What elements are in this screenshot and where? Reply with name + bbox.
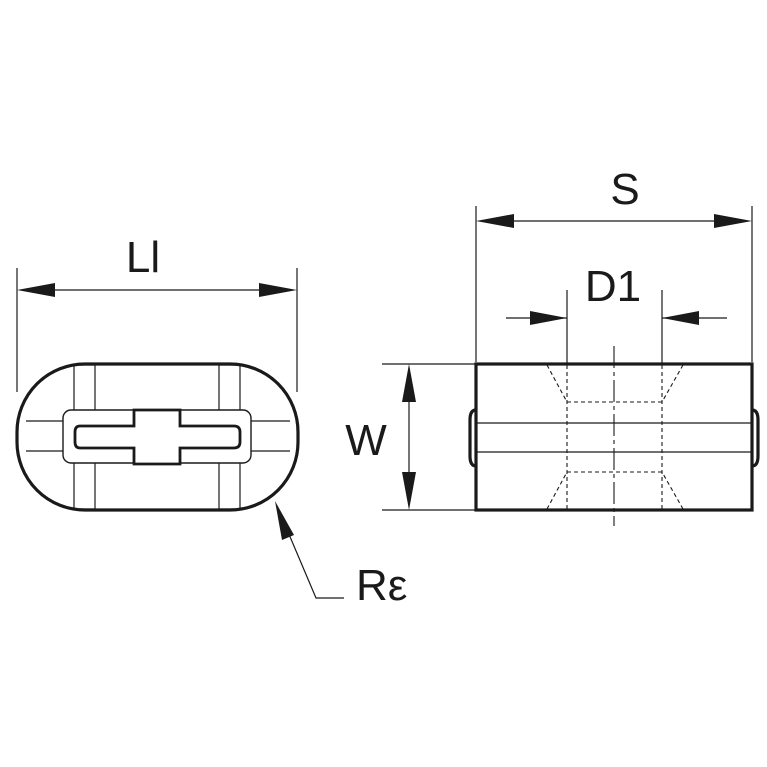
side-view-hidden-bore [546, 364, 684, 510]
end-view-cross-opening [73, 408, 242, 466]
side-view-nub-right [751, 408, 760, 468]
radius-leader: Rε [275, 501, 407, 610]
s-dimension: S [475, 165, 753, 362]
end-view-outline [15, 362, 300, 512]
s-label: S [610, 165, 639, 214]
ll-label: Ll [126, 233, 160, 282]
side-view-nub-left [468, 408, 477, 468]
ll-dimension: Ll [16, 233, 298, 392]
radius-label: Rε [356, 561, 407, 610]
side-view [468, 346, 760, 526]
w-label: W [345, 416, 387, 465]
d1-dimension: D1 [506, 262, 727, 364]
d1-label: D1 [585, 262, 641, 311]
w-dimension: W [345, 363, 476, 511]
end-view [15, 362, 300, 512]
